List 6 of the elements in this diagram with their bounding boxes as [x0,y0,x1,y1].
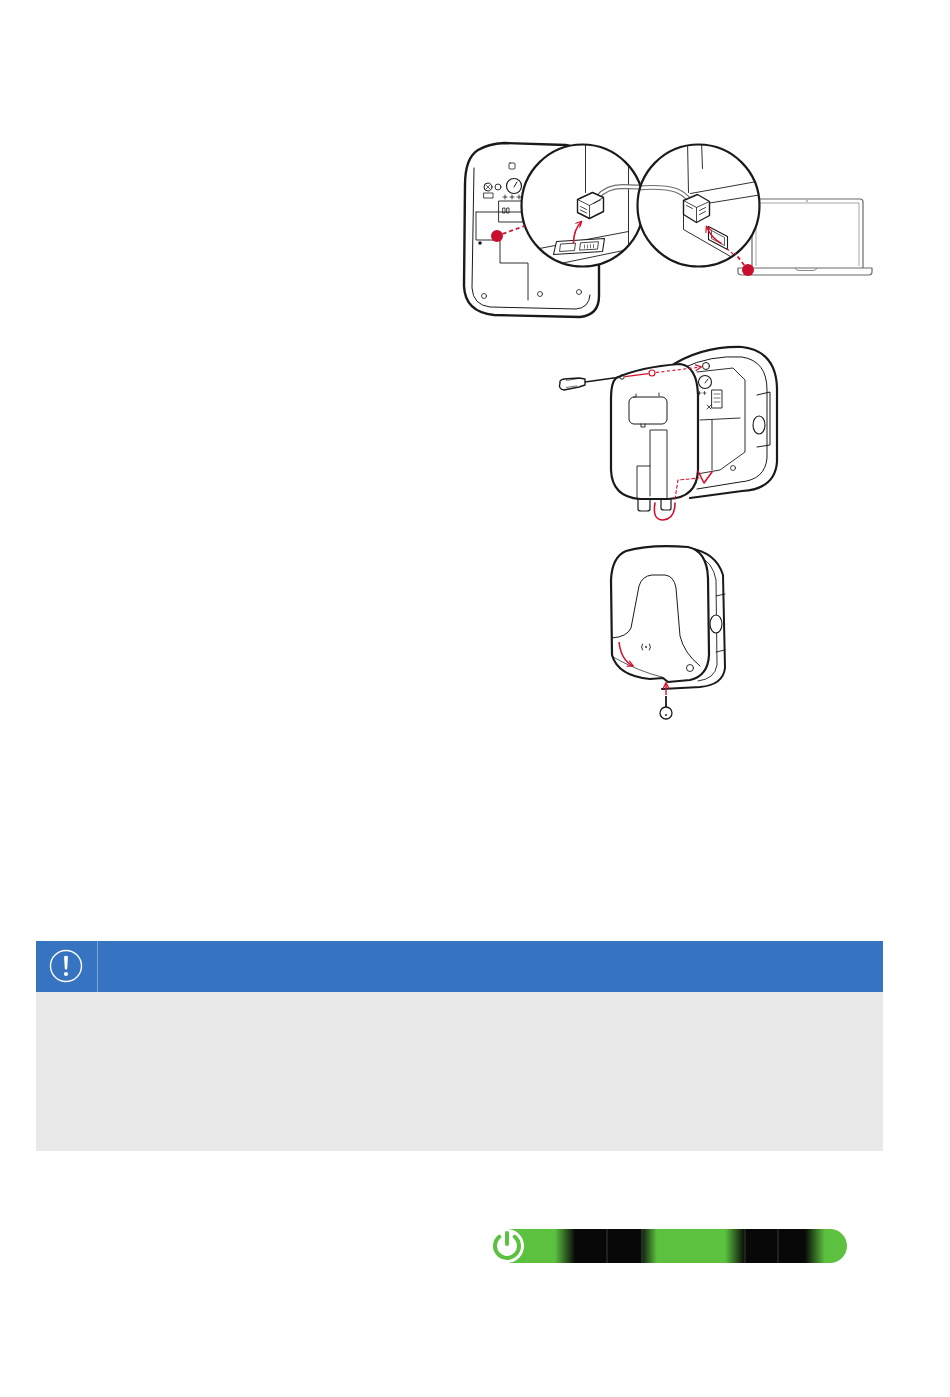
leader-line [501,225,526,235]
notice-box [36,941,883,1151]
magnified-detail-view [635,142,761,268]
leader-line [734,252,746,267]
marker-icon [742,264,754,276]
marker-icon [491,230,503,242]
